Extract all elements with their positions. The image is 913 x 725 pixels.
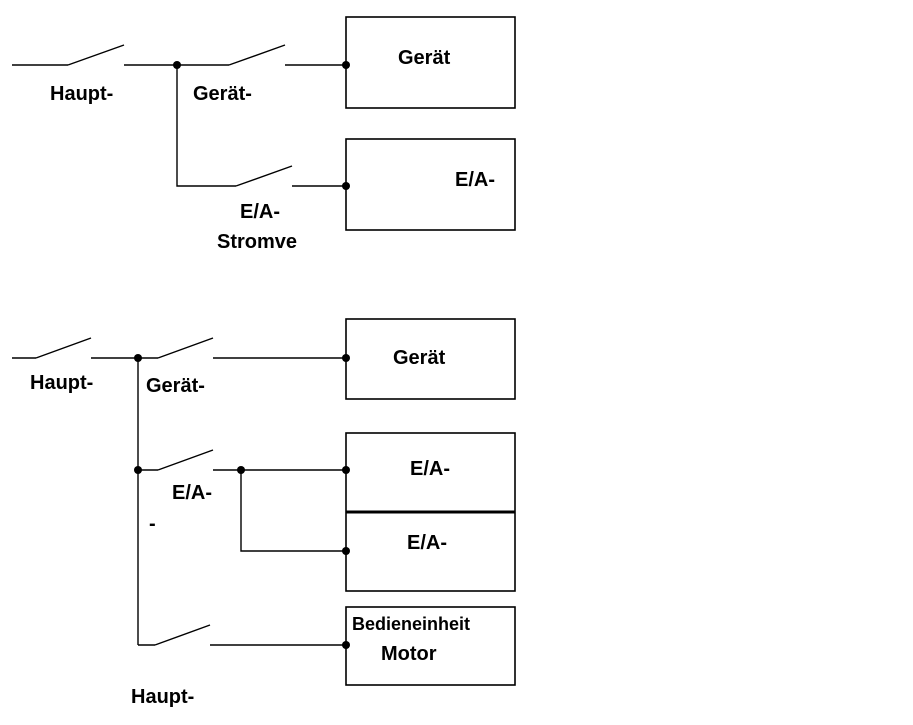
bottom-io-lower-wire [240,470,346,552]
bottom-main-switch [12,337,138,359]
bottom-device-box-label: Gerät [393,347,446,369]
bottom-main-switch-label: Haupt- [30,372,93,394]
bottom-io-switch-label-line2: - [149,513,156,535]
top-io-switch-label-line2: Stromve [217,231,297,253]
top-device-box-label: Gerät [398,47,451,69]
bottom-io-switch [138,449,346,471]
top-main-switch-label: Haupt- [50,83,113,105]
bottom-motor-switch [138,624,346,646]
bottom-io-box-lower-label: E/A- [407,532,447,554]
top-io-switch-label-line1: E/A- [240,201,280,223]
bottom-motor-box-label-line2: Motor [381,643,437,665]
bottom-motor-switch-label: Haupt- [131,686,194,708]
top-io-box-label: E/A- [455,169,495,191]
top-device-switch [177,44,346,66]
bottom-device-box [345,318,516,400]
top-diagram: Haupt- Gerät- E/A- Stromve Gerät E/A- [12,16,516,253]
top-main-switch [12,44,177,66]
bottom-io-box-upper-label: E/A- [410,458,450,480]
top-device-box [345,16,516,109]
top-io-box [345,138,516,231]
bottom-motor-box-label-line1: Bedieneinheit [352,614,470,634]
bottom-motor-box [345,606,516,686]
bottom-device-switch [138,337,346,359]
bottom-io-switch-label-line1: E/A- [172,482,212,504]
bottom-device-switch-label: Gerät- [146,375,205,397]
bottom-diagram: Haupt- Gerät- E/A- - Gerät E/A- E/A- Bed… [12,318,516,708]
top-device-switch-label: Gerät- [193,83,252,105]
top-io-switch [176,65,346,187]
